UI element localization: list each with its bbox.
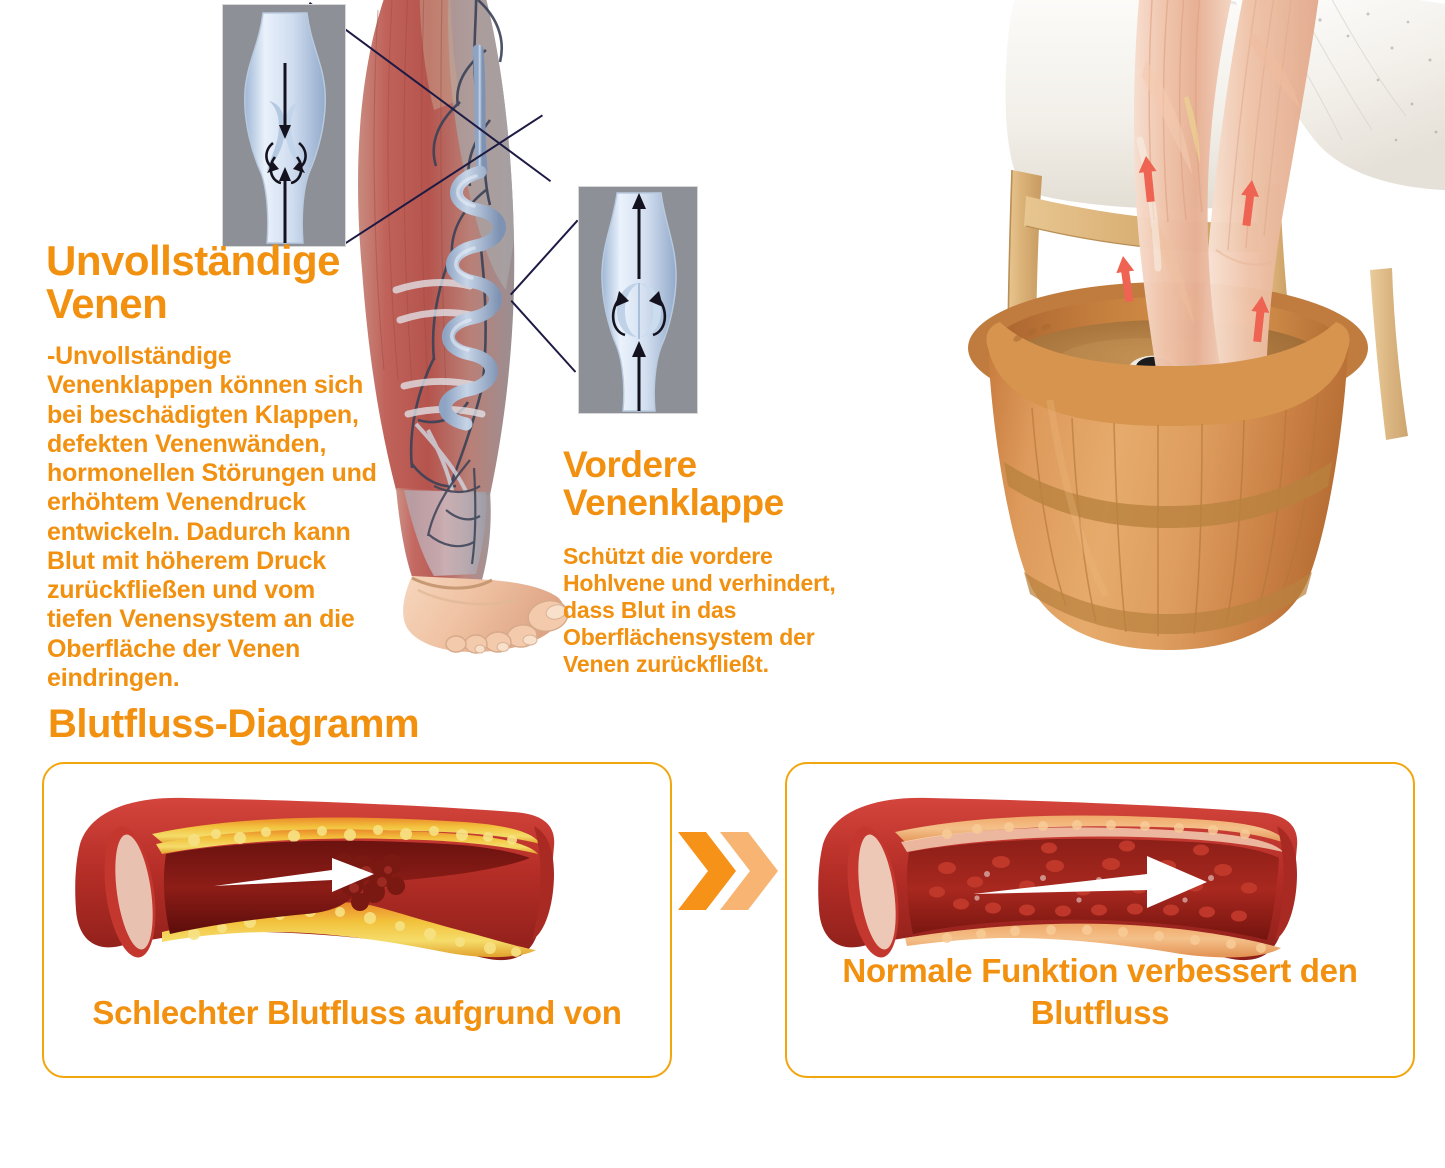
clogged-artery-illustration <box>75 797 555 961</box>
foot-soak-scene <box>968 0 1445 650</box>
flow-arrow-icon <box>214 858 374 892</box>
normal-flow-caption: Normale Funktion verbessert den Blutflus… <box>842 951 1358 1031</box>
anterior-valve-title: Vordere Venenklappe <box>563 444 784 523</box>
flow-arrow-icon <box>1116 256 1135 303</box>
flow-arrow-icon <box>973 856 1207 908</box>
incompetent-valve-inset <box>222 4 346 247</box>
flow-arrow-icon <box>1251 296 1270 343</box>
normal-blood-flow-card: Normale Funktion verbessert den Blutflus… <box>785 762 1415 1078</box>
incomplete-veins-title: Unvollständige Venen <box>46 237 341 327</box>
poor-blood-flow-card: Schlechter Blutfluss aufgrund von <box>42 762 672 1078</box>
anterior-valve-body: Schützt die vordere Hohlvene und verhind… <box>563 543 836 677</box>
healthy-artery-illustration <box>818 797 1298 961</box>
incompetent-vein-valve-icon <box>244 12 326 244</box>
double-chevron-right-icon <box>678 832 778 910</box>
blood-flow-diagram-title: Blutfluss-Diagramm <box>48 702 420 746</box>
competent-valve-inset <box>578 186 698 414</box>
tub-rim-marking <box>1013 323 1051 342</box>
competent-vein-valve-icon <box>601 192 677 412</box>
poor-flow-caption: Schlechter Blutfluss aufgrund von <box>92 993 622 1031</box>
flow-arrow-icon <box>1241 180 1259 227</box>
flow-arrow-icon <box>1138 156 1157 203</box>
incomplete-veins-body: -Unvollständige Venenklappen können sich… <box>47 342 377 692</box>
